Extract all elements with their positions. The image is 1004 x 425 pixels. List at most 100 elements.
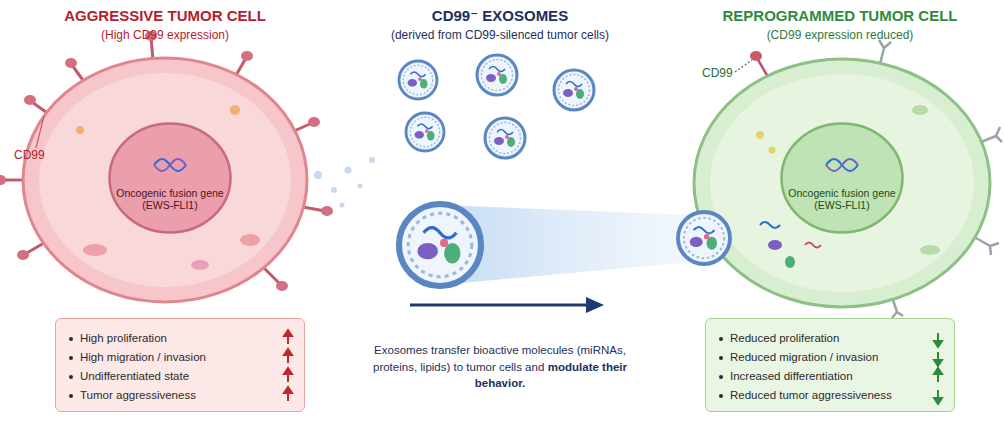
bullet-dot [719,394,723,398]
particle [345,167,352,174]
receptor-head [321,206,333,216]
receptor-heads [0,31,333,291]
nucleus-outline [108,122,232,234]
section-heading: REPROGRAMMED TUMOR CELL [685,7,995,24]
receptor-head [24,95,36,105]
receptor-head [241,51,253,61]
particle-stream [314,157,375,208]
receptor-label: CD99 [14,148,64,162]
down-arrow-head [934,341,942,347]
cd99-receptor [757,58,768,77]
organelle [912,105,928,115]
organelle [230,105,240,115]
up-arrow [287,354,289,363]
organelles [76,105,260,270]
bullet-item: Reduced tumor aggressiveness [706,386,954,405]
exosome [477,55,517,95]
down-arrow [937,333,939,342]
tumor-cell-membrane [23,58,307,302]
down-arrow [937,390,939,399]
exosome [399,61,437,99]
leader-line [36,116,44,148]
bullet-dot [69,337,73,341]
bullet-item: Reduced migration / invasion [706,348,954,367]
reprogrammed-cell-membrane [694,59,990,307]
nucleus-text: Oncogenic fusion gene (EWS-FLI1) [109,187,231,212]
dna-strand [826,159,858,171]
receptor-label: CD99 [702,66,752,80]
bullet-text: Reduced proliferation [730,332,839,344]
particle [314,171,322,179]
bullet-dot [719,375,723,379]
bullet-text: Undifferentiated state [80,370,189,382]
change-arrows [934,333,942,404]
caption-block: Exosomes transfer bioactive molecules (m… [366,342,634,392]
bullet-text: Reduced tumor aggressiveness [730,389,892,401]
flow-arrow [410,304,588,307]
organelle [76,126,84,134]
large-exosome [399,204,481,286]
nucleus-shape [782,124,903,233]
cargo [760,222,780,228]
nucleus-outline [780,122,904,234]
flow-arrow-head [586,297,604,313]
particle [369,157,375,163]
receptor-head [65,58,77,68]
bullet-dot [719,356,723,360]
fusing-exosome [678,212,730,264]
nucleus-node: Oncogenic fusion gene (EWS-FLI1) [108,122,232,234]
up-arrow-head [934,368,942,374]
cytoplasm [710,74,974,292]
exosome [406,113,444,151]
effect-box: High proliferationHigh migration / invas… [55,318,305,412]
dna-strand [826,159,858,171]
cargo [768,240,782,250]
up-arrow [287,392,289,401]
nucleus-node: Oncogenic fusion gene (EWS-FLI1) [780,122,904,234]
bullet-text: Tumor aggressiveness [80,389,196,401]
cargo [769,147,776,154]
receptor [976,238,999,255]
nucleus-text: Oncogenic fusion gene (EWS-FLI1) [781,187,903,212]
cargo [785,256,795,268]
up-arrow-head [284,387,292,393]
particle [340,203,345,208]
receptor [879,40,891,64]
bullet-dot [69,356,73,360]
cargo [756,131,764,139]
section-subtitle: (High CD99 expression) [10,28,320,42]
delivered-cargo [756,105,940,268]
leader-line [735,60,752,72]
up-arrow [937,373,939,382]
dna-icon [154,159,858,171]
section-subtitle: (derived from CD99-silenced tumor cells) [350,28,650,42]
bullet-item: Undifferentiated state [56,367,304,386]
effect-box: Reduced proliferationReduced migration /… [705,318,955,412]
particle [331,187,337,193]
receptor-head [276,281,288,291]
bullet-item: Reduced proliferation [706,329,954,348]
exosome [485,118,525,158]
section-heading: CD99⁻ EXOSOMES [350,7,650,25]
bullet-item: High proliferation [56,329,304,348]
up-arrow [287,373,289,382]
exosome [554,70,594,110]
bullet-text: Reduced migration / invasion [730,351,878,363]
section-heading: AGGRESSIVE TUMOR CELL [10,7,320,24]
up-arrow-head [284,349,292,355]
bullet-item: Tumor aggressiveness [56,386,304,405]
cargo [805,243,821,248]
bullet-item: Increased differentiation [706,367,954,386]
cd99-receptor-head [750,51,762,61]
organelle [240,234,260,246]
receptor [892,300,903,318]
up-arrow [287,335,289,344]
bullet-text: High migration / invasion [80,351,206,363]
up-arrow-head [284,330,292,336]
dna-strand [154,159,186,171]
particle [358,184,363,189]
bullet-item: High migration / invasion [56,348,304,367]
down-arrow-head [934,360,942,366]
up-arrow-head [284,368,292,374]
bullet-dot [719,337,723,341]
